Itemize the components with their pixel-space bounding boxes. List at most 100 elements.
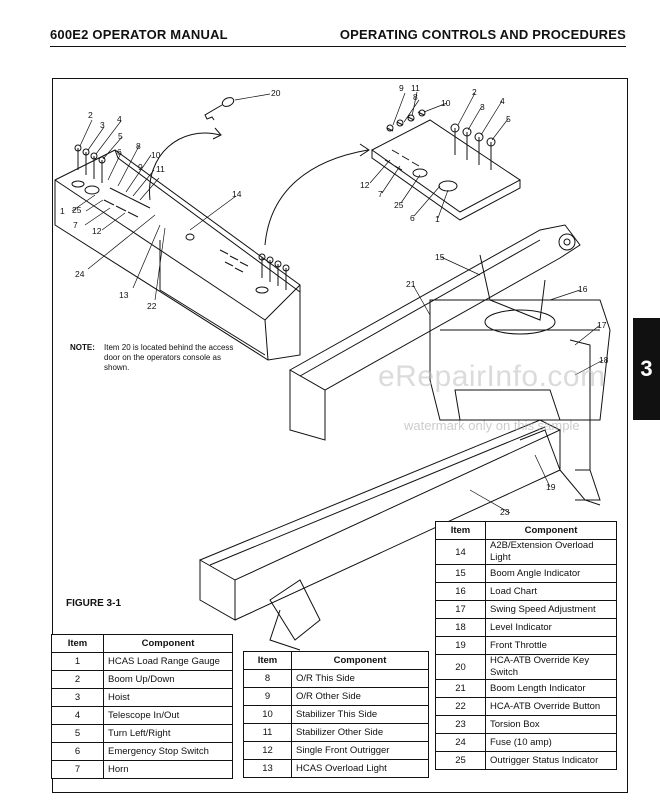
item-number-cell: 20: [435, 654, 486, 680]
component-name-cell: A2B/Extension Overload Light: [485, 539, 617, 565]
callout-15: 15: [435, 252, 445, 262]
callout-2b: 2: [472, 87, 477, 97]
item-number-cell: 22: [435, 697, 486, 716]
callout-13: 13: [119, 290, 129, 300]
item-number-cell: 25: [435, 751, 486, 770]
item-number-cell: 1: [51, 652, 104, 671]
component-name-cell: Torsion Box: [485, 715, 617, 734]
callout-1b: 1: [435, 214, 440, 224]
manual-title: 600E2 OPERATOR MANUAL: [50, 27, 228, 42]
item-number-cell: 4: [51, 706, 104, 725]
item-number-cell: 13: [243, 759, 292, 778]
header-rule: [50, 46, 626, 47]
component-name-cell: Single Front Outrigger: [291, 741, 429, 760]
item-number-cell: 5: [51, 724, 104, 743]
callout-4: 4: [117, 114, 122, 124]
component-name-cell: Hoist: [103, 688, 233, 707]
callout-14: 14: [232, 189, 242, 199]
component-name-cell: Turn Left/Right: [103, 724, 233, 743]
callout-6b: 6: [410, 213, 415, 223]
callout-10b: 10: [441, 98, 451, 108]
column-header-item: Item: [435, 521, 486, 540]
component-name-cell: Load Chart: [485, 582, 617, 601]
component-name-cell: Level Indicator: [485, 618, 617, 637]
item-number-cell: 21: [435, 679, 486, 698]
callout-9: 9: [138, 162, 143, 172]
crane-drawing: [198, 224, 611, 651]
component-name-cell: Emergency Stop Switch: [103, 742, 233, 761]
callout-18: 18: [599, 355, 609, 365]
component-name-cell: O/R Other Side: [291, 687, 429, 706]
control-panel-drawing: [371, 109, 521, 221]
callout-25: 25: [72, 205, 82, 215]
item-number-cell: 15: [435, 564, 486, 583]
callout-5: 5: [118, 131, 123, 141]
component-name-cell: HCA-ATB Override Key Switch: [485, 654, 617, 680]
component-name-cell: O/R This Side: [291, 669, 429, 688]
item-number-cell: 18: [435, 618, 486, 637]
item-number-cell: 9: [243, 687, 292, 706]
callout-12: 12: [92, 226, 102, 236]
watermark-url: eRepairInfo.com: [378, 360, 606, 393]
figure-label: FIGURE 3-1: [66, 598, 122, 609]
item-number-cell: 17: [435, 600, 486, 619]
callout-6: 6: [117, 147, 122, 157]
item-number-cell: 6: [51, 742, 104, 761]
component-name-cell: HCAS Overload Light: [291, 759, 429, 778]
component-name-cell: HCA-ATB Override Button: [485, 697, 617, 716]
callout-24: 24: [75, 269, 85, 279]
callout-8: 8: [136, 141, 141, 151]
item-number-cell: 10: [243, 705, 292, 724]
component-name-cell: Horn: [103, 760, 233, 779]
callout-22: 22: [147, 301, 157, 311]
callout-1: 1: [60, 206, 65, 216]
item-number-cell: 19: [435, 636, 486, 655]
item-number-cell: 8: [243, 669, 292, 688]
callout-11: 11: [156, 164, 165, 174]
column-header-component: Component: [485, 521, 617, 540]
chapter-tab: 3: [633, 318, 660, 420]
component-name-cell: Stabilizer This Side: [291, 705, 429, 724]
callout-7: 7: [73, 220, 78, 230]
note-text: Item 20 is located behind the access doo…: [104, 343, 234, 372]
component-name-cell: Telescope In/Out: [103, 706, 233, 725]
operator-console-drawing: [54, 144, 301, 361]
callout-17: 17: [597, 320, 607, 330]
callout-9b: 9: [399, 83, 404, 93]
item-number-cell: 23: [435, 715, 486, 734]
component-name-cell: Outrigger Status Indicator: [485, 751, 617, 770]
note: NOTE: Item 20 is located behind the acce…: [70, 343, 240, 372]
component-name-cell: Boom Up/Down: [103, 670, 233, 689]
item-number-cell: 14: [435, 539, 486, 565]
component-name-cell: Swing Speed Adjustment: [485, 600, 617, 619]
callout-20: 20: [271, 88, 281, 98]
callout-25b: 25: [394, 200, 404, 210]
item-number-cell: 3: [51, 688, 104, 707]
callout-5b: 5: [506, 114, 511, 124]
item-number-cell: 2: [51, 670, 104, 689]
component-name-cell: Fuse (10 amp): [485, 733, 617, 752]
callout-21: 21: [406, 279, 416, 289]
callout-3b: 3: [480, 102, 485, 112]
callout-7b: 7: [378, 189, 383, 199]
note-label: NOTE:: [70, 343, 95, 352]
